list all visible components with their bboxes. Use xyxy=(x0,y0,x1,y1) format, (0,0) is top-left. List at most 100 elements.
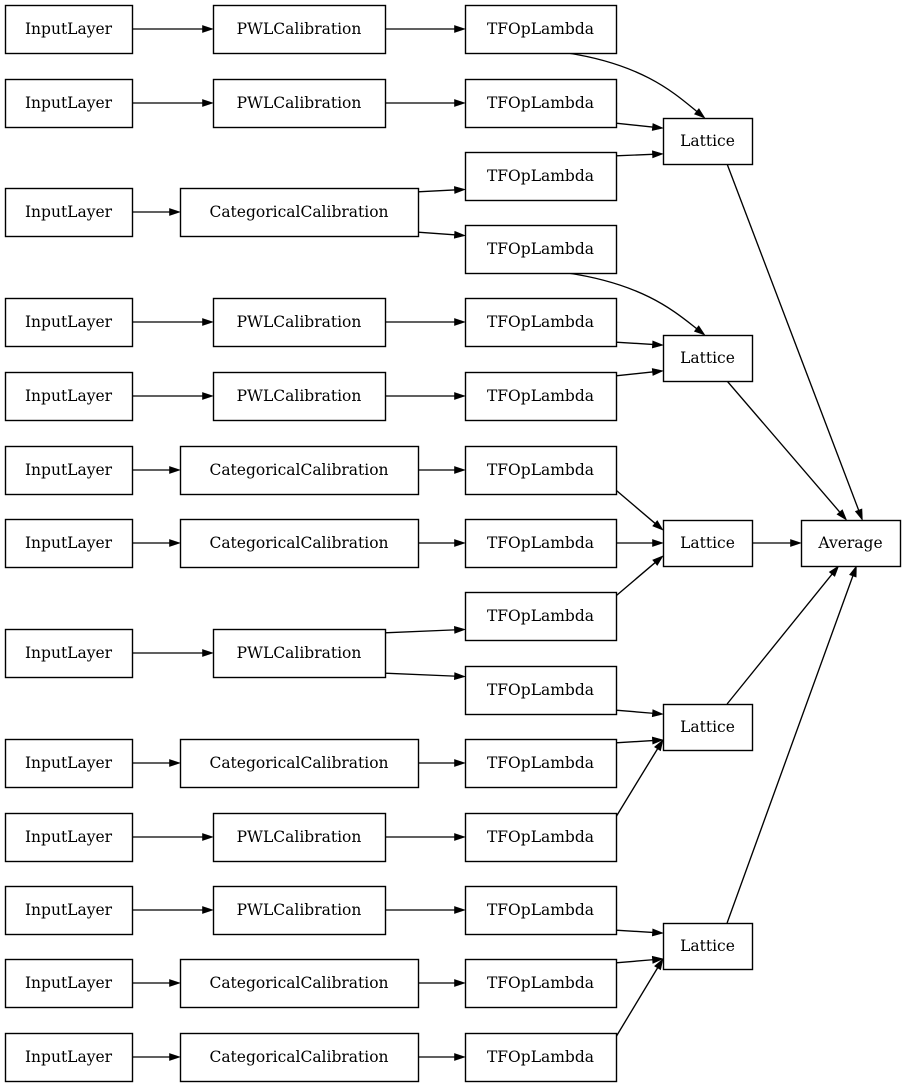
node-box xyxy=(464,1032,618,1083)
edge-line xyxy=(615,959,653,964)
node-tfop-lambda-op14[interactable]: TFOpLambda xyxy=(464,958,618,1009)
node-input-layer-in11[interactable]: InputLayer xyxy=(4,885,134,936)
node-pwlcalibration-cal8[interactable]: PWLCalibration xyxy=(212,628,387,679)
node-input-layer-in6[interactable]: InputLayer xyxy=(4,445,134,496)
node-input-layer-in12[interactable]: InputLayer xyxy=(4,958,134,1009)
node-input-layer-in5[interactable]: InputLayer xyxy=(4,371,134,422)
node-input-layer-in10[interactable]: InputLayer xyxy=(4,812,134,863)
edge-cal7-to-op8 xyxy=(418,539,466,547)
edge-in9-to-cal9 xyxy=(132,759,181,767)
edge-in1-to-cal1 xyxy=(132,25,214,33)
node-tfop-lambda-op6[interactable]: TFOpLambda xyxy=(464,371,618,422)
edge-line xyxy=(615,562,656,597)
node-pwlcalibration-cal1[interactable]: PWLCalibration xyxy=(212,4,387,55)
arrowhead-icon xyxy=(454,759,466,767)
node-input-layer-in2[interactable]: InputLayer xyxy=(4,78,134,129)
node-categorical-calibration-cal7[interactable]: CategoricalCalibration xyxy=(179,518,420,569)
node-box xyxy=(4,1032,134,1083)
edge-lat3-to-avg xyxy=(752,539,802,547)
node-tfop-lambda-op12[interactable]: TFOpLambda xyxy=(464,812,618,863)
node-box xyxy=(4,187,134,238)
edge-op11-to-lat4 xyxy=(615,736,664,745)
edge-layer xyxy=(132,25,863,1061)
node-input-layer-in9[interactable]: InputLayer xyxy=(4,738,134,789)
node-tfop-lambda-op10[interactable]: TFOpLambda xyxy=(464,665,618,716)
node-box xyxy=(4,4,134,55)
edge-lat5-to-avg xyxy=(726,565,857,924)
arrowhead-icon xyxy=(651,736,664,745)
node-categorical-calibration-cal12[interactable]: CategoricalCalibration xyxy=(179,958,420,1009)
node-lattice-lat1[interactable]: Lattice xyxy=(662,117,754,166)
node-categorical-calibration-cal9[interactable]: CategoricalCalibration xyxy=(179,738,420,789)
node-input-layer-in8[interactable]: InputLayer xyxy=(4,628,134,679)
arrowhead-icon xyxy=(454,392,466,400)
edge-op12-to-lat4 xyxy=(615,739,664,818)
node-input-layer-in3[interactable]: InputLayer xyxy=(4,187,134,238)
node-tfop-lambda-op3[interactable]: TFOpLambda xyxy=(464,151,618,202)
edge-line xyxy=(615,153,653,157)
edge-line xyxy=(384,672,455,677)
arrowhead-icon xyxy=(454,99,466,107)
edge-in3-to-cal3 xyxy=(132,208,181,216)
node-average-avg[interactable]: Average xyxy=(800,519,902,568)
edge-in10-to-cal10 xyxy=(132,833,214,841)
node-input-layer-in13[interactable]: InputLayer xyxy=(4,1032,134,1083)
node-pwlcalibration-cal10[interactable]: PWLCalibration xyxy=(212,812,387,863)
node-lattice-lat2[interactable]: Lattice xyxy=(662,334,754,383)
node-tfop-lambda-op11[interactable]: TFOpLambda xyxy=(464,738,618,789)
node-input-layer-in4[interactable]: InputLayer xyxy=(4,297,134,348)
node-categorical-calibration-cal13[interactable]: CategoricalCalibration xyxy=(179,1032,420,1083)
edge-cal1-to-op1 xyxy=(385,25,466,33)
node-pwlcalibration-cal2[interactable]: PWLCalibration xyxy=(212,78,387,129)
edge-in2-to-cal2 xyxy=(132,99,214,107)
edge-line xyxy=(615,748,659,818)
node-tfop-lambda-op2[interactable]: TFOpLambda xyxy=(464,78,618,129)
node-tfop-lambda-op4[interactable]: TFOpLambda xyxy=(464,224,618,275)
edge-cal3-to-op3 xyxy=(417,186,466,194)
edge-line xyxy=(726,573,833,705)
node-box xyxy=(464,371,618,422)
node-box xyxy=(464,518,618,569)
node-pwlcalibration-cal11[interactable]: PWLCalibration xyxy=(212,885,387,936)
node-tfop-lambda-op7[interactable]: TFOpLambda xyxy=(464,445,618,496)
node-input-layer-in7[interactable]: InputLayer xyxy=(4,518,134,569)
node-tfop-lambda-op5[interactable]: TFOpLambda xyxy=(464,297,618,348)
arrowhead-icon xyxy=(652,520,664,531)
node-box xyxy=(464,738,618,789)
node-categorical-calibration-cal6[interactable]: CategoricalCalibration xyxy=(179,445,420,496)
edge-line xyxy=(726,163,860,511)
node-lattice-lat3[interactable]: Lattice xyxy=(662,519,754,568)
node-input-layer-in1[interactable]: InputLayer xyxy=(4,4,134,55)
edge-line xyxy=(615,489,656,524)
edge-op1-to-lat1 xyxy=(567,52,706,119)
node-pwlcalibration-cal4[interactable]: PWLCalibration xyxy=(212,297,387,348)
edge-line xyxy=(615,371,653,377)
node-tfop-lambda-op1[interactable]: TFOpLambda xyxy=(464,4,618,55)
node-tfop-lambda-op13[interactable]: TFOpLambda xyxy=(464,885,618,936)
node-lattice-lat4[interactable]: Lattice xyxy=(662,703,754,752)
arrowhead-icon xyxy=(453,230,466,239)
node-tfop-lambda-op8[interactable]: TFOpLambda xyxy=(464,518,618,569)
edge-cal11-to-op13 xyxy=(385,906,466,914)
node-box xyxy=(662,922,754,971)
node-categorical-calibration-cal3[interactable]: CategoricalCalibration xyxy=(179,187,420,238)
edge-op6-to-lat2 xyxy=(615,368,664,377)
node-lattice-lat5[interactable]: Lattice xyxy=(662,922,754,971)
edge-op13-to-lat5 xyxy=(615,928,664,937)
node-box xyxy=(800,519,902,568)
edge-in11-to-cal11 xyxy=(132,906,214,914)
node-tfop-lambda-op9[interactable]: TFOpLambda xyxy=(464,591,618,642)
arrowhead-icon xyxy=(202,906,214,914)
node-box xyxy=(212,297,387,348)
arrowhead-icon xyxy=(849,565,857,578)
edge-lat4-to-avg xyxy=(726,565,840,705)
node-pwlcalibration-cal5[interactable]: PWLCalibration xyxy=(212,371,387,422)
arrowhead-icon xyxy=(836,509,848,521)
edge-op7-to-lat3 xyxy=(615,489,664,531)
arrowhead-icon xyxy=(202,392,214,400)
node-box xyxy=(464,591,618,642)
node-box xyxy=(4,518,134,569)
arrowhead-icon xyxy=(651,955,664,964)
node-tfop-lambda-op15[interactable]: TFOpLambda xyxy=(464,1032,618,1083)
